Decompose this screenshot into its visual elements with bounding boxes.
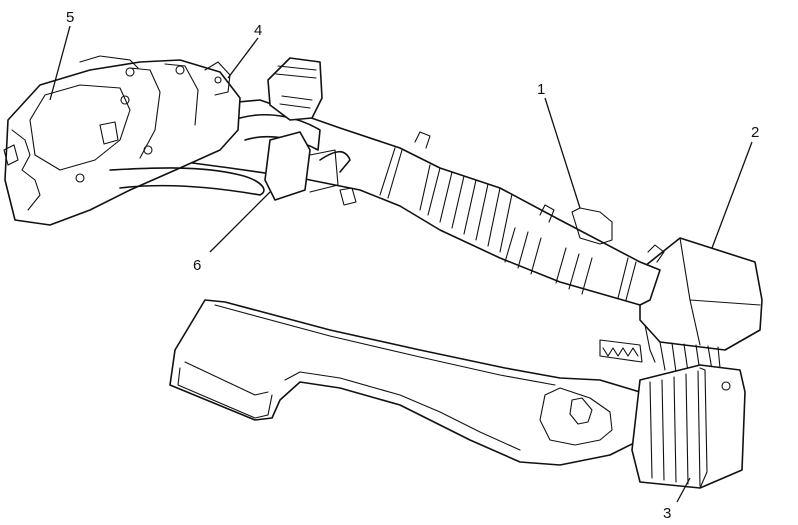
- leader-1: [544, 97, 581, 209]
- callout-3: 3: [663, 505, 671, 522]
- callout-4: 4: [254, 22, 262, 39]
- callout-labels: 1 2 3 4 5 6: [66, 9, 759, 522]
- vacuum-hoses: [109, 113, 351, 196]
- leader-3: [676, 477, 691, 503]
- leader-lines: [49, 25, 753, 503]
- leader-5: [49, 25, 71, 101]
- air-cleaner-housing: [599, 237, 763, 373]
- callout-5: 5: [66, 9, 74, 26]
- leader-4: [227, 37, 259, 79]
- corrugated-bellows: [419, 164, 593, 295]
- callout-1: 1: [537, 81, 545, 98]
- leader-2: [711, 141, 753, 249]
- throttle-body-assembly: [3, 55, 241, 226]
- callout-2: 2: [751, 124, 759, 141]
- idle-air-control-valve: [264, 131, 357, 206]
- leader-6: [209, 191, 271, 253]
- callout-6: 6: [193, 257, 201, 274]
- resonator: [631, 364, 746, 489]
- breather-hose: [267, 57, 323, 121]
- lower-air-duct: [169, 299, 651, 466]
